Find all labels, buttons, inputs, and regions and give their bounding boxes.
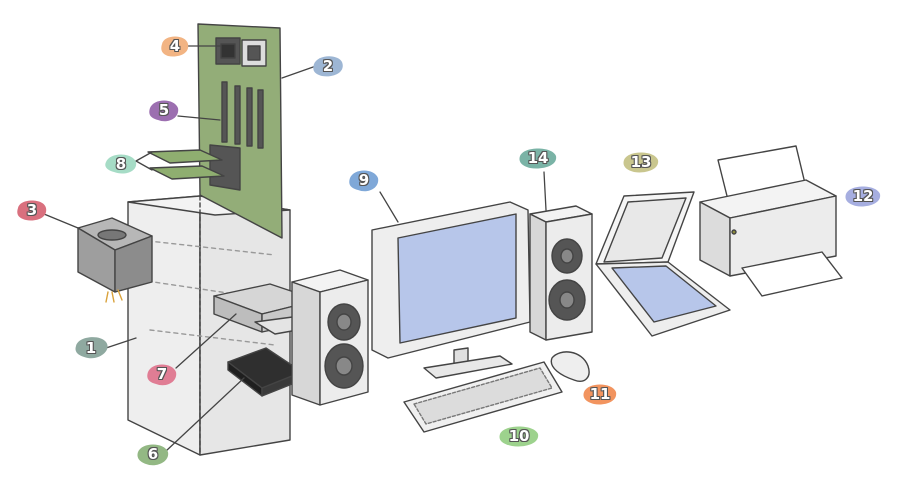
leader-lines: [43, 45, 547, 452]
label-2-motherboard: 2: [311, 53, 345, 79]
label-10-keyboard: 10: [502, 423, 536, 449]
label-5-ram: 5: [147, 97, 181, 123]
label-11-mouse: 11: [583, 381, 617, 407]
label-14-text: 14: [527, 149, 549, 167]
cpu: [215, 37, 267, 67]
speaker-right: [529, 205, 593, 341]
label-3-power-supply: 3: [15, 197, 49, 223]
label-9-text: 9: [358, 171, 370, 189]
label-6-text: 6: [147, 445, 159, 463]
label-7-text: 7: [156, 365, 168, 383]
label-4-text: 4: [169, 37, 181, 55]
mouse: [550, 351, 590, 382]
motherboard: [197, 23, 283, 239]
badge-blobs: [17, 36, 881, 466]
label-4-cpu: 4: [158, 33, 192, 59]
label-10-text: 10: [508, 427, 530, 445]
label-6-hard-drive: 6: [136, 441, 170, 467]
ram: [221, 81, 264, 149]
label-9-monitor: 9: [347, 167, 381, 193]
label-13-scanner: 13: [624, 149, 658, 175]
label-1-case: 1: [74, 335, 108, 361]
keyboard: [403, 361, 563, 433]
label-1-text: 1: [85, 339, 97, 357]
label-11-text: 11: [589, 385, 611, 403]
label-12-text: 12: [852, 187, 874, 205]
label-12-printer: 12: [846, 183, 880, 209]
printer: [699, 145, 843, 297]
label-8-expansion-cards: 8: [104, 151, 138, 177]
label-7-optical-drive: 7: [145, 361, 179, 387]
label-8-text: 8: [115, 155, 127, 173]
label-5-text: 5: [158, 101, 170, 119]
scanner: [595, 191, 731, 337]
label-14-speaker: 14: [521, 145, 555, 171]
speaker-left: [291, 269, 369, 406]
power-supply: [77, 217, 153, 303]
label-2-text: 2: [322, 57, 334, 75]
label-3-text: 3: [26, 201, 38, 219]
expansion-card: [147, 149, 225, 180]
label-13-text: 13: [630, 153, 652, 171]
monitor: [371, 201, 531, 379]
